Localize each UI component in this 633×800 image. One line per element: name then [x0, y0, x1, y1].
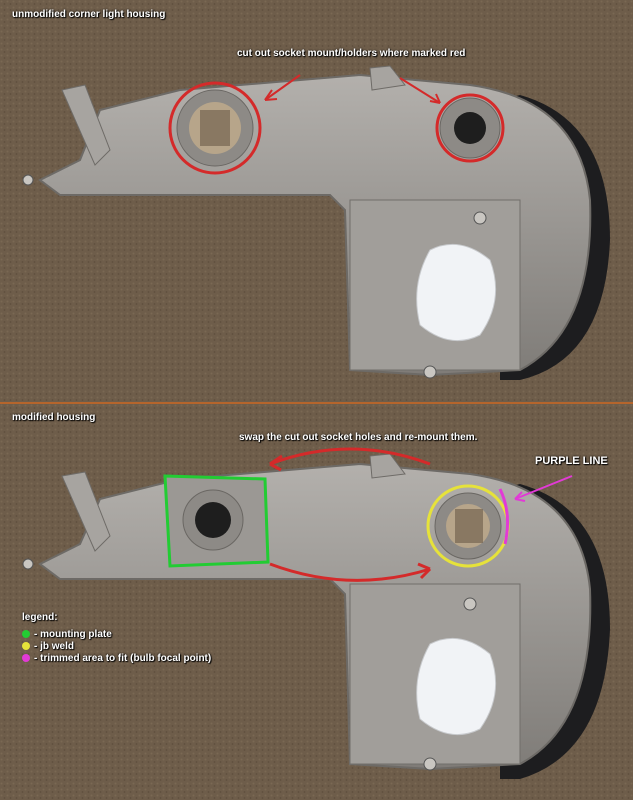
legend-title: legend:: [22, 612, 58, 623]
top-panel-title: unmodified corner light housing: [12, 9, 166, 20]
panel-divider: [0, 402, 633, 404]
red-marker-circle-right: [435, 93, 505, 163]
bottom-photo-panel: modified housing swap the cut out socket…: [0, 404, 633, 800]
red-swap-arrow-top: [269, 447, 431, 466]
red-swap-arrow-bottom: [269, 562, 431, 582]
corner-light-housing-unmodified: [22, 65, 610, 380]
legend-item-trimmed-area: - trimmed area to fit (bulb focal point): [22, 653, 211, 664]
corner-light-housing-modified: [22, 447, 610, 779]
red-marker-circle-left: [168, 81, 262, 175]
purple-trim-line: [498, 488, 510, 545]
red-arrow-right: [399, 77, 441, 104]
top-panel-annotation: cut out socket mount/holders where marke…: [237, 48, 466, 59]
legend-item-jb-weld: - jb weld: [22, 641, 74, 652]
bottom-panel-annotation: swap the cut out socket holes and re-mou…: [239, 432, 478, 443]
purple-pointer-arrow: [514, 475, 573, 500]
bottom-panel-title: modified housing: [12, 412, 96, 423]
yellow-dot-icon: [22, 642, 30, 651]
top-photo-panel: unmodified corner light housing cut out …: [0, 0, 633, 402]
red-arrow-left: [264, 74, 301, 101]
legend-item-mounting-plate: - mounting plate: [22, 629, 112, 640]
purple-dot-icon: [22, 654, 30, 663]
purple-line-label: PURPLE LINE: [535, 455, 608, 467]
green-dot-icon: [22, 630, 30, 639]
